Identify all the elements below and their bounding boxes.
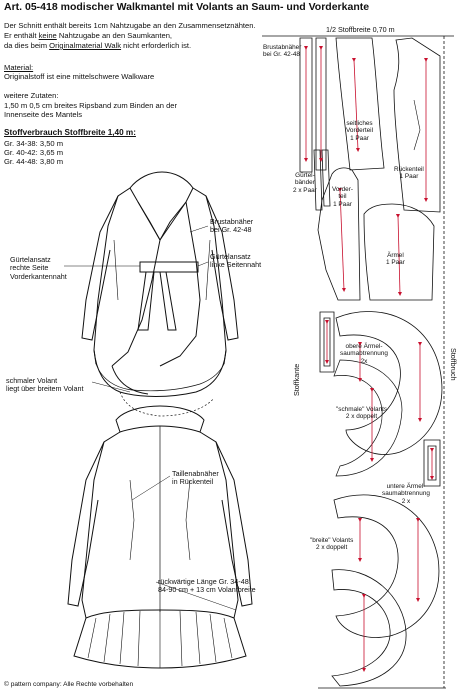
pattern-layout bbox=[262, 35, 454, 689]
fabric-size-1: Gr. 34-38: 3,50 m bbox=[4, 139, 64, 148]
footer-copyright: © pattern company: Alle Rechte vorbehalt… bbox=[4, 681, 134, 688]
front-coat-drawing bbox=[81, 171, 239, 417]
back-coat-drawing bbox=[67, 405, 253, 669]
material-text: Originalstoff ist eine mittelschwere Wal… bbox=[4, 72, 155, 81]
intro-line-2: Er enthält keine Nahtzugabe an den Saumk… bbox=[4, 31, 173, 40]
label-leaders bbox=[64, 225, 237, 611]
material-heading: Material: bbox=[4, 63, 34, 72]
extras-line-2: Innenseite des Mantels bbox=[4, 110, 83, 119]
fold-label: Stoffbruch bbox=[449, 348, 458, 381]
intro-line-3: da dies beim Originalmaterial Walk nicht… bbox=[4, 41, 192, 50]
fabric-size-3: Gr. 44-48: 3,80 m bbox=[4, 157, 64, 166]
intro-line-1: Der Schnitt enthält bereits 1cm Nahtzuga… bbox=[4, 21, 256, 30]
label-back-length: rückwärtige Länge Gr. 34-48:84-90 cm + 1… bbox=[158, 577, 256, 595]
grainline-arrows bbox=[304, 46, 434, 672]
extras-heading: weitere Zutaten: bbox=[4, 91, 59, 100]
fabric-size-2: Gr. 40-42: 3,65 m bbox=[4, 148, 64, 157]
layout-header: 1/2 Stoffbreite 0,70 m bbox=[326, 25, 395, 34]
selvedge-label: Stoffkante bbox=[292, 363, 301, 396]
fabric-heading: Stoffverbrauch Stoffbreite 1,40 m: bbox=[4, 128, 136, 137]
extras-line-1: 1,50 m 0,5 cm breites Ripsband zum Binde… bbox=[4, 101, 178, 110]
document-title: Art. 05-418 modischer Walkmantel mit Vol… bbox=[4, 1, 370, 13]
